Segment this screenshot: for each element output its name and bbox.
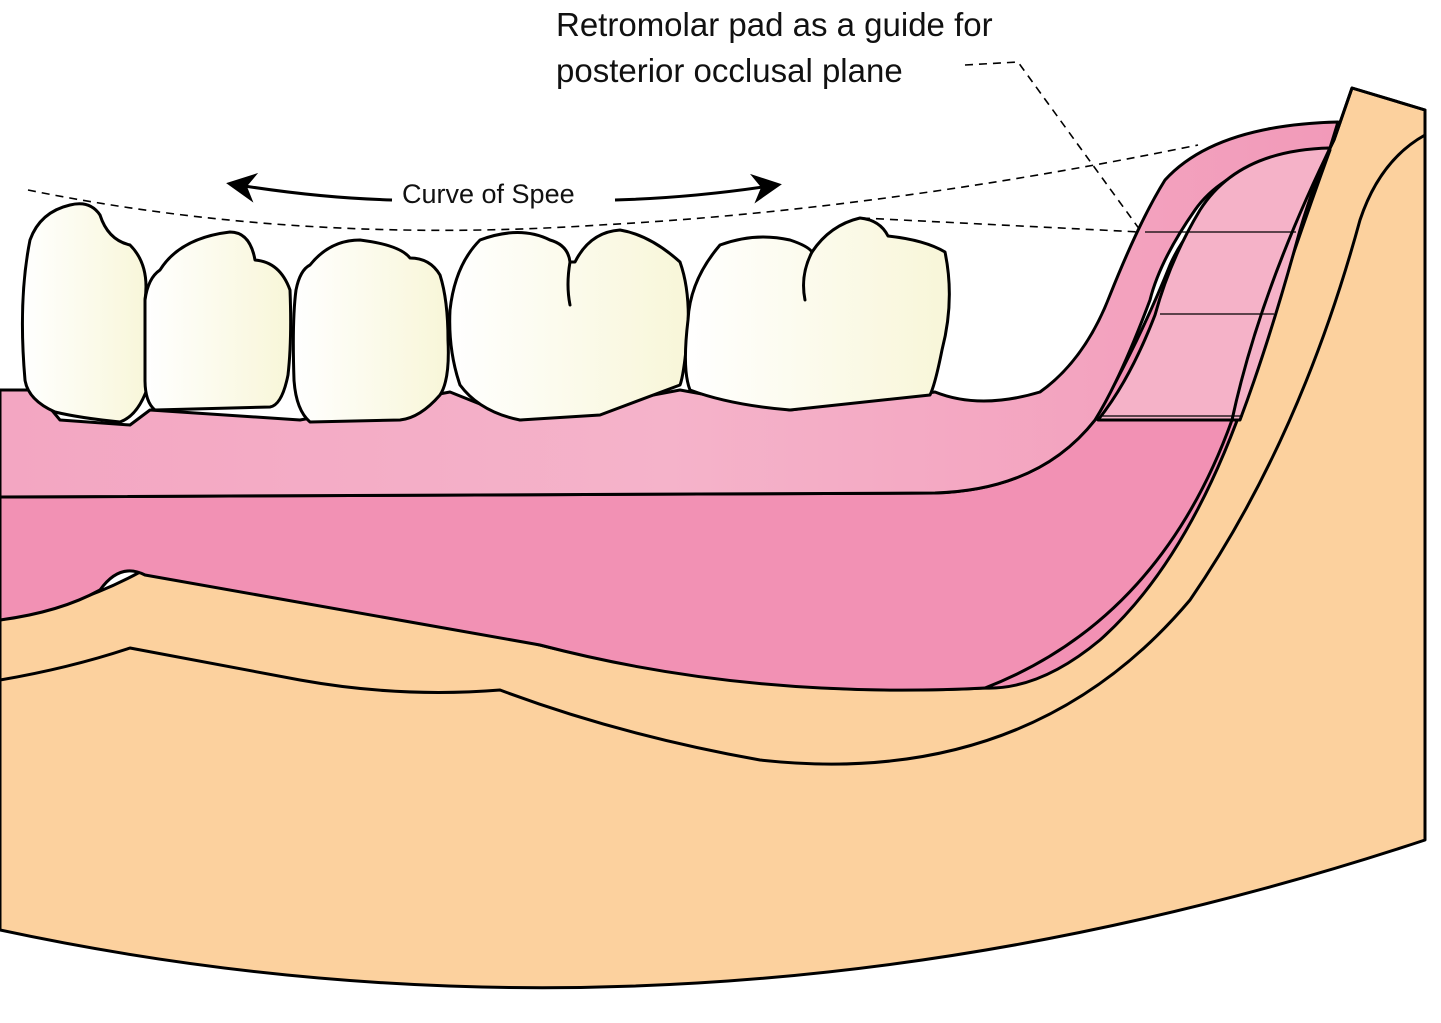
retromolar-pad-label-line1: Retromolar pad as a guide for (556, 6, 993, 43)
tooth-molar-2 (683, 216, 951, 412)
retromolar-pad-leader (964, 61, 1141, 231)
tooth-molar-2-fissure (802, 250, 814, 302)
tooth-premolar-1 (143, 230, 293, 412)
curve-of-spee-label: Curve of Spee (402, 179, 575, 209)
retromolar-pad (1096, 146, 1332, 422)
bone-inner-line (0, 133, 1427, 766)
gingiva-upper (0, 120, 1340, 499)
gingiva-lower (0, 148, 1332, 692)
retromolar-pad-label-line2: posterior occlusal plane (556, 52, 903, 89)
tooth-premolar-2 (291, 238, 450, 424)
retromolar-pad-lines (1100, 231, 1296, 417)
curve-of-spee-arrow-right (614, 173, 782, 204)
tooth-canine (20, 202, 152, 424)
occlusal-plane-line (861, 217, 1141, 233)
tooth-molar-1-fissure (566, 260, 572, 307)
retromolar-pad-label: Retromolar pad as a guide for posterior … (556, 2, 993, 94)
curve-of-spee-arrow-left (226, 173, 393, 203)
ramus-edge (983, 86, 1427, 690)
teeth (20, 202, 951, 424)
tooth-molar-1 (448, 228, 690, 422)
curve-of-spee-line (27, 144, 1199, 232)
